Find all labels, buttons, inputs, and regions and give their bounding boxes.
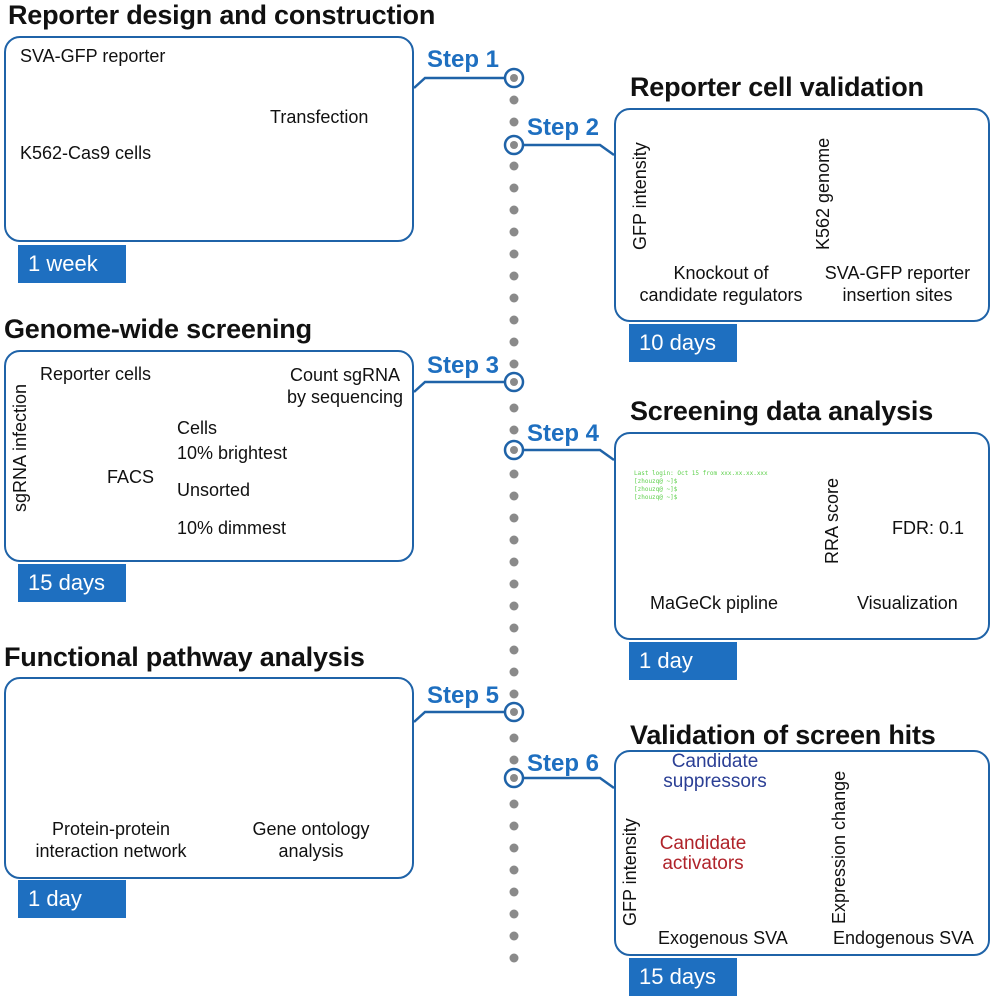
construct-gfp: GFP: [284, 74, 322, 94]
step-6-label: Step 6: [527, 750, 600, 777]
dimmest-label: 10% dimmest: [177, 518, 287, 538]
hits-panel: [614, 750, 990, 956]
pathway-duration: 1 day: [18, 880, 126, 918]
step-connectors: [413, 76, 615, 790]
brightest-label: 10% brightest: [177, 443, 288, 463]
fdr-label: FDR: 0.1: [892, 518, 965, 538]
analysis-panel: [614, 432, 990, 640]
facs-label: FACS: [107, 467, 155, 487]
reporter-label: SVA-GFP reporter: [20, 46, 166, 66]
reporter-duration: 1 week: [18, 245, 126, 283]
gfp-intensity-axis: GFP intensity: [630, 142, 650, 250]
timeline-dots: [509, 95, 519, 963]
step-2-label: Step 2: [527, 114, 600, 141]
validation-panel: [614, 108, 990, 322]
k562-genome-axis: K562 genome: [813, 137, 833, 250]
step-5-label: Step 5: [427, 682, 500, 709]
step-1-label: Step 1: [427, 46, 500, 73]
expression-change-axis: Expression change: [829, 770, 849, 924]
analysis-title: Screening data analysis: [630, 396, 934, 426]
screening-duration: 15 days: [18, 564, 126, 602]
reporter-panel: [4, 36, 414, 242]
cells-header: Cells: [177, 418, 218, 438]
gfp-intensity-axis-2: GFP intensity: [620, 818, 640, 926]
exogenous-label: Exogenous SVA: [658, 928, 788, 948]
cells-label: K562-Cas9 cells: [20, 143, 152, 163]
construct-sva: SVA-: [209, 74, 250, 94]
validation-title: Reporter cell validation: [630, 72, 924, 102]
hits-duration: 15 days: [629, 958, 737, 996]
step-4-label: Step 4: [527, 420, 600, 447]
endogenous-label: Endogenous SVA: [833, 928, 974, 948]
reporter-title: Reporter design and construction: [8, 0, 436, 30]
screening-title: Genome-wide screening: [4, 314, 312, 344]
transfection-label: Transfection: [270, 107, 369, 127]
hits-title: Validation of screen hits: [630, 720, 936, 750]
pathway-title: Functional pathway analysis: [4, 642, 365, 672]
validation-duration: 10 days: [629, 324, 737, 362]
pathway-panel: [4, 677, 414, 879]
screening-panel: [4, 350, 414, 562]
reporter-cells-label: Reporter cells: [40, 364, 152, 384]
sgrna-infection-label: sgRNA infection: [10, 383, 30, 512]
mageck-label: MaGeCk pipline: [650, 593, 779, 613]
unsorted-label: Unsorted: [177, 480, 251, 500]
step-3-label: Step 3: [427, 352, 500, 379]
rra-score-axis: RRA score: [822, 477, 842, 564]
construct-pa: -pA: [324, 74, 353, 94]
analysis-duration: 1 day: [629, 642, 737, 680]
visualization-label: Visualization: [857, 593, 958, 613]
terminal-text: Last login: Oct 15 from xxx.xx.xx.xxx [z…: [634, 470, 768, 501]
